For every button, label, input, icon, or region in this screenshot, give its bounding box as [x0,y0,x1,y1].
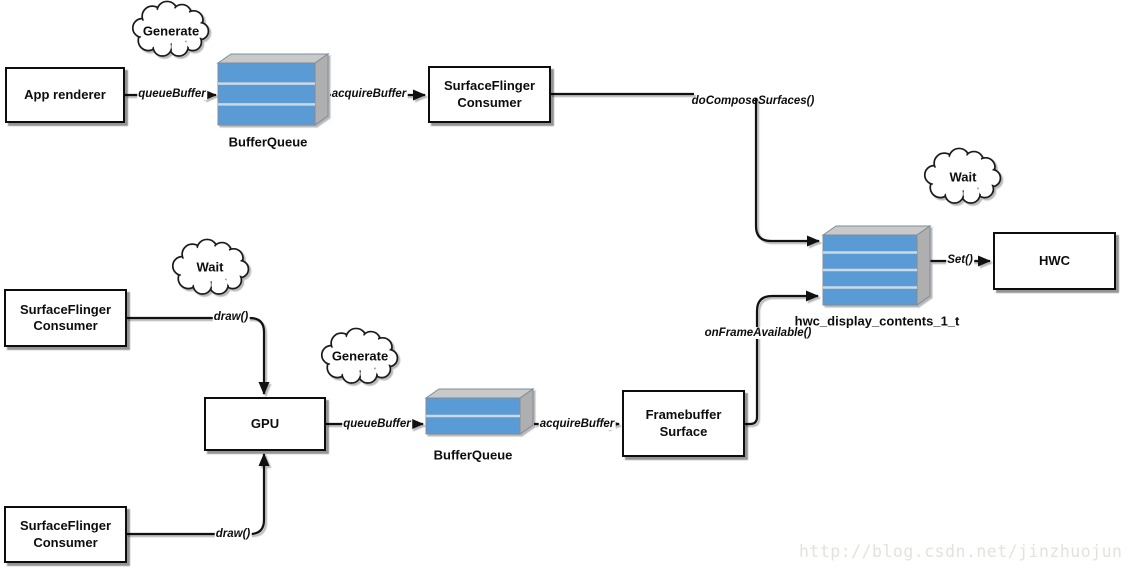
connector-docompose-vertical [754,98,820,247]
edge-label-draw-mid: draw() [212,311,250,323]
bufferqueue-bottom-stack [424,388,535,435]
box-label: App renderer [24,86,106,102]
box-label: Consumer [33,534,98,550]
connector-draw-bottom [126,453,270,536]
surfaceflinger-consumer-bottom-box: SurfaceFlinger Consumer [4,506,127,563]
box-label: GPU [250,415,280,431]
box-label: Consumer [457,94,522,110]
box-label: Framebuffer [645,407,722,423]
bufferqueue-bottom-label: BufferQueue [433,447,513,463]
bufferqueue-top-label: BufferQueue [228,134,308,150]
stack-top-face [424,388,535,399]
edge-label-draw-bottom: draw() [214,528,252,540]
box-label: Surface [659,423,708,439]
cloud-generate-mid-label: Generate [331,348,389,364]
edge-label-queuebuffer-top: queueBuffer [137,88,207,100]
connector-onframeavailable [744,290,819,426]
stack-side-face [314,53,329,126]
cloud-wait-mid-label: Wait [196,259,224,275]
edge-label-acquirebuffer-bottom: acquireBuffer [538,418,616,430]
edge-label-queuebuffer-bottom: queueBuffer [342,418,412,430]
box-label: SurfaceFlinger [443,78,536,94]
box-label: HWC [1038,252,1071,268]
surfaceflinger-consumer-mid-box: SurfaceFlinger Consumer [4,289,127,347]
framebuffer-surface-box: Framebuffer Surface [622,390,745,457]
stack-top-face [821,225,932,236]
cloud-generate-top-label: Generate [142,23,200,39]
box-label: SurfaceFlinger [19,518,112,534]
bufferqueue-top-stack [216,53,330,126]
box-label: Consumer [33,318,98,333]
hwc-display-contents-stack [821,225,932,306]
connector-draw-mid [126,316,270,395]
box-label: SurfaceFlinger [19,301,112,317]
gpu-box: GPU [204,397,326,451]
watermark: http://blog.csdn.net/jinzhuojun [799,542,1123,561]
edge-label-onframeavailable: onFrameAvailable() [703,327,813,339]
edge-label-docomposesurfaces: doComposeSurfaces() [691,95,815,107]
surfaceflinger-consumer-top-box: SurfaceFlinger Consumer [428,66,551,123]
stack-front-face [217,62,316,126]
edge-label-set: Set() [946,254,974,266]
edge-label-acquirebuffer-top: acquireBuffer [330,88,408,100]
hwc-display-contents-label: hwc_display_contents_1_t [794,313,960,329]
stack-top-face [216,53,330,64]
hwc-box: HWC [993,232,1116,290]
stack-side-face [916,225,931,306]
cloud-wait-right-label: Wait [949,169,977,185]
app-renderer-box: App renderer [5,67,125,123]
